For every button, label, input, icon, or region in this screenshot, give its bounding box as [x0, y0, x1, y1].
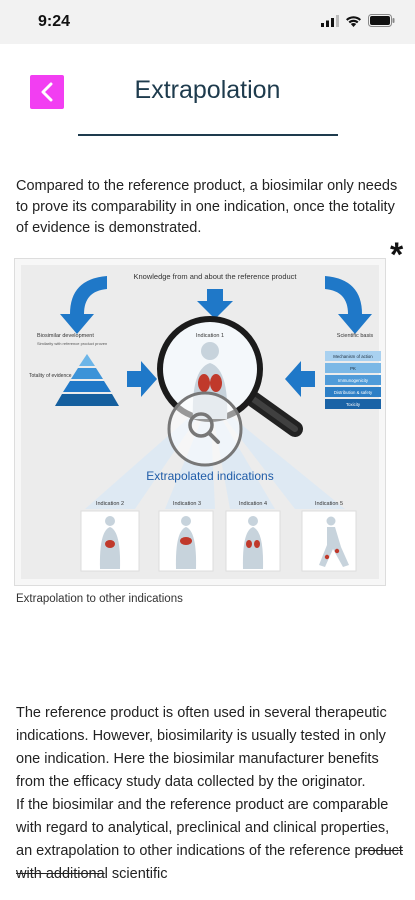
back-button[interactable] — [30, 75, 64, 109]
arrow-down-center — [197, 289, 233, 319]
scientific-item-0: Mechanism of action — [333, 354, 373, 359]
status-time: 9:24 — [38, 13, 71, 30]
page-title: Extrapolation — [134, 76, 281, 104]
indication-row: Indication 2 Indication 3 Indication 4 I… — [80, 501, 357, 572]
body-text: The reference product is often used in s… — [16, 702, 406, 886]
title-underline — [78, 134, 338, 136]
navigation-header: Extrapolation — [0, 44, 415, 140]
body-paragraph-2-end: l scientific — [104, 866, 168, 882]
extrapolation-figure[interactable]: Knowledge from and about the reference p… — [14, 258, 386, 586]
chevron-left-icon — [41, 82, 53, 102]
indication-label-3: Indication 5 — [315, 501, 343, 507]
pyramid-layer-4 — [55, 394, 119, 406]
scientific-item-1: PK — [350, 366, 356, 371]
body-paragraph-2-strike: roduct with additiona — [16, 843, 403, 882]
arrow-right-curve — [325, 276, 372, 334]
extrapolated-label: Extrapolated indications — [146, 469, 273, 483]
pyramid-layer-1 — [79, 354, 95, 366]
pyramid-layer-3 — [63, 381, 111, 392]
indication-label-0: Indication 2 — [96, 501, 124, 507]
wifi-icon — [346, 15, 361, 27]
top-label: Knowledge from and about the reference p… — [133, 272, 297, 281]
scientific-item-4: Toxicity — [346, 402, 361, 407]
intro-text: Compared to the reference product, a bio… — [16, 178, 398, 236]
status-icons — [321, 14, 395, 27]
figure-caption: Extrapolation to other indications — [16, 593, 183, 605]
status-bar: 9:24 — [0, 0, 415, 44]
center-label: Indication 1 — [196, 333, 224, 339]
scientific-item-2: Immunogenicity — [338, 378, 369, 383]
body-paragraph-2: If the biosimilar and the reference prod… — [16, 794, 406, 886]
arrow-left-mid — [285, 361, 315, 397]
zoom-overlay — [167, 391, 243, 467]
left-sublabel: Similarity with reference product proven — [37, 341, 107, 346]
scientific-label: Scientific basis — [337, 333, 374, 339]
totality-label: Totality of evidence — [29, 373, 72, 379]
battery-icon — [368, 14, 395, 27]
indication-label-2: Indication 4 — [239, 501, 267, 507]
body-paragraph-1: The reference product is often used in s… — [16, 705, 387, 790]
extrapolation-diagram: Knowledge from and about the reference p… — [21, 265, 381, 579]
arrow-right-mid — [127, 361, 157, 397]
pyramid-layer-2 — [71, 368, 103, 379]
scientific-items: Mechanism of action PK Immunogenicity Di… — [325, 351, 381, 409]
footnote-asterisk: * — [390, 236, 404, 274]
indication-label-1: Indication 3 — [173, 501, 201, 507]
arrow-left-curve — [60, 276, 107, 334]
left-label: Biosimilar development — [37, 333, 94, 339]
scientific-item-3: Distribution & safety — [334, 390, 373, 395]
body-paragraph-2-start: If the biosimilar and the reference prod… — [16, 797, 390, 859]
signal-icon — [321, 14, 339, 27]
